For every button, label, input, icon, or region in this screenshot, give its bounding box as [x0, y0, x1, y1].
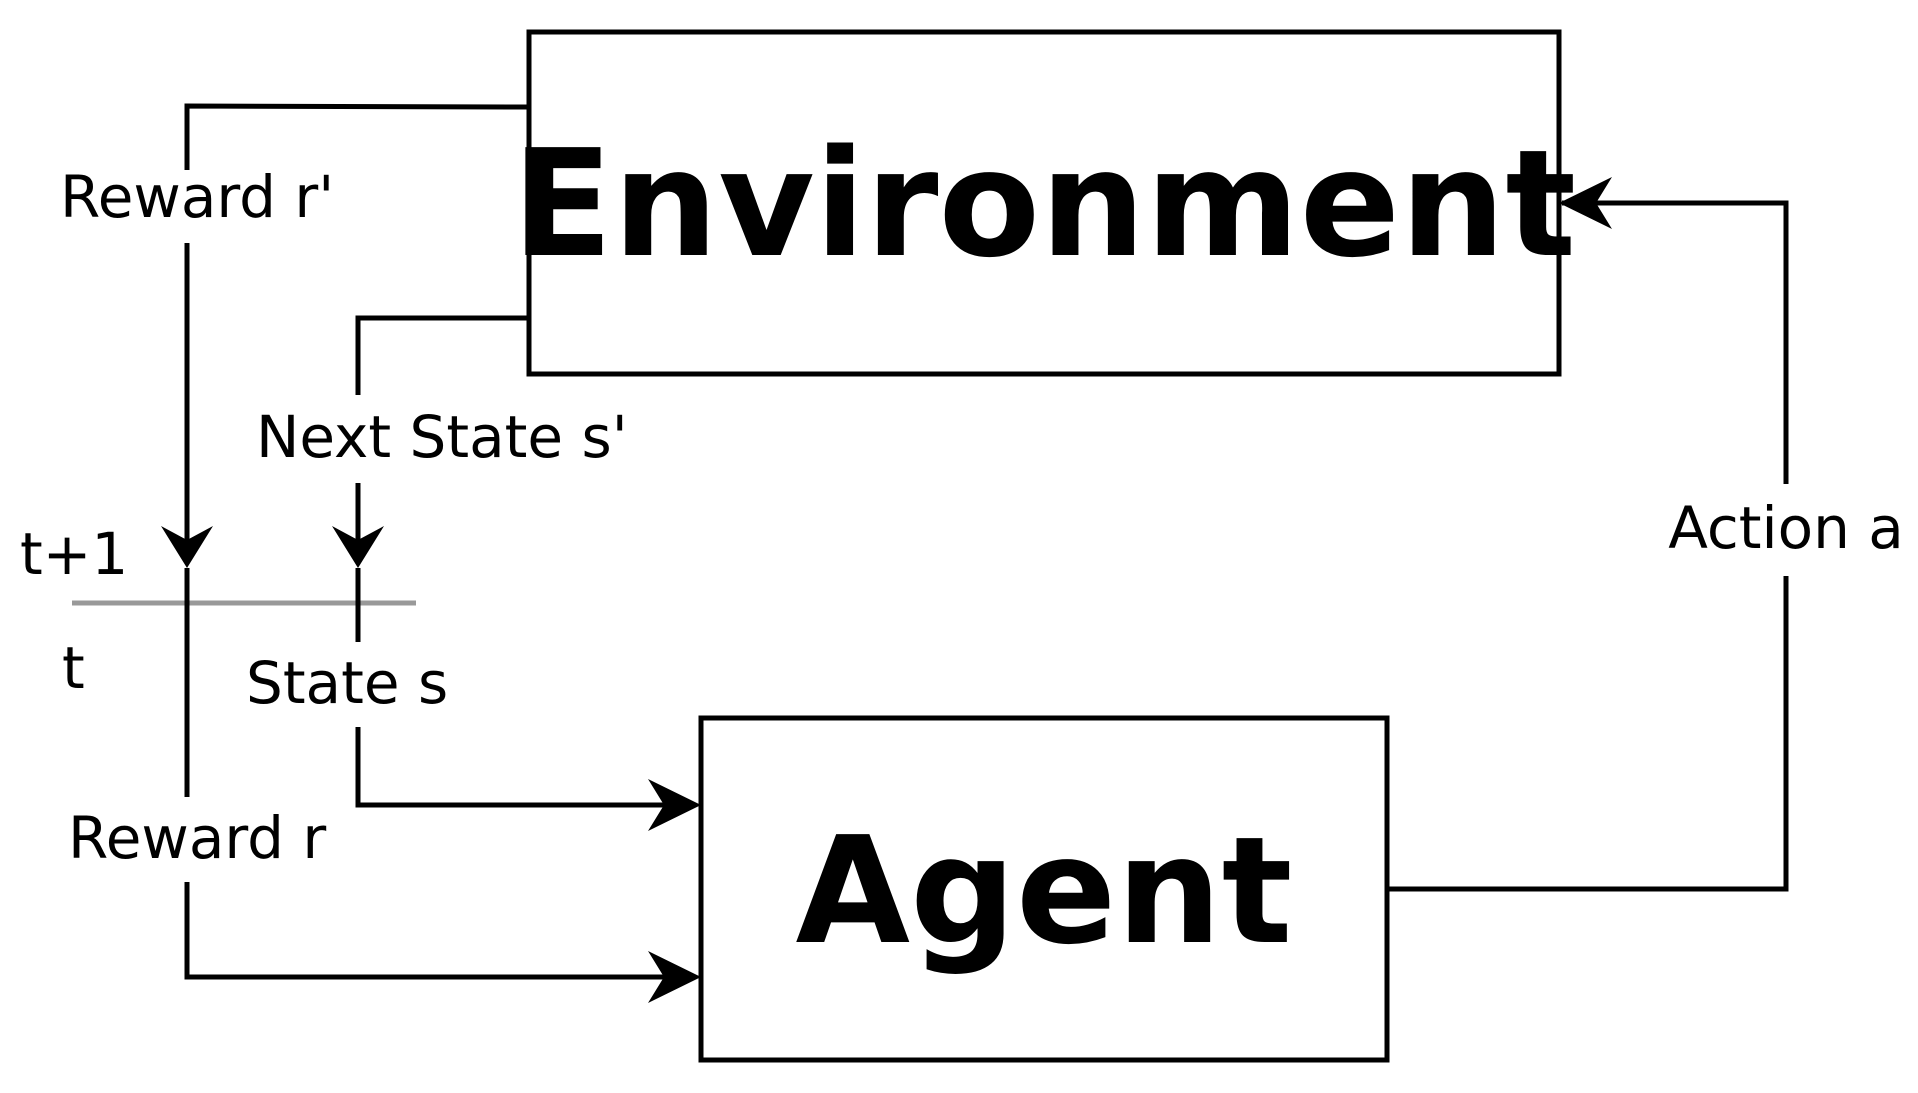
environment-box — [526, 29, 1562, 377]
action-connector-upper — [1562, 200, 1789, 484]
agent-box — [698, 715, 1390, 1063]
reward-next-connector — [184, 103, 530, 170]
reward-next-label: Reward r' — [60, 163, 334, 231]
action-connector — [1387, 576, 1789, 892]
next-state-label: Next State s' — [256, 403, 628, 471]
reward-arrowhead — [648, 951, 701, 1003]
environment-label: Environment — [512, 118, 1576, 290]
action-arrowhead — [1559, 177, 1612, 229]
state-label: State s — [246, 649, 448, 717]
state-connector — [355, 727, 692, 808]
timeline-label-current: t — [62, 634, 85, 702]
next-state-arrowhead — [332, 526, 384, 568]
reward-label: Reward r — [68, 804, 326, 872]
timeline-label-next: t+1 — [20, 520, 128, 588]
agent-label: Agent — [796, 805, 1293, 977]
next-state-connector — [355, 315, 529, 395]
state-arrowhead — [648, 779, 701, 831]
action-label: Action a — [1668, 494, 1904, 562]
reward-connector — [184, 882, 692, 980]
reward-next-arrowhead — [161, 526, 213, 568]
